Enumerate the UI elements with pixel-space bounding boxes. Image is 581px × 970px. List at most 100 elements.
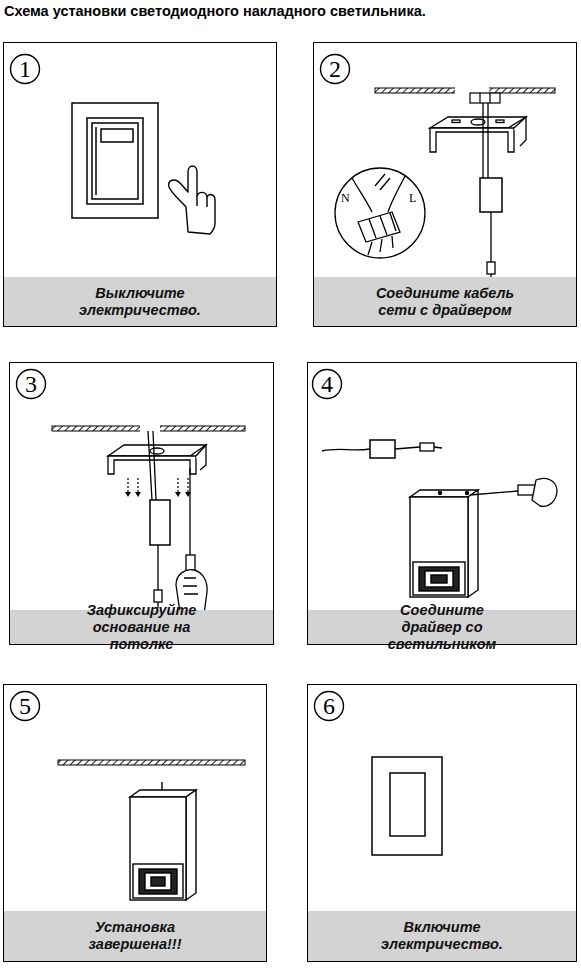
step-caption: Выключите электричество. — [75, 285, 205, 319]
inset-circle — [335, 168, 425, 258]
step-number: 6 — [313, 690, 345, 722]
driver-wire — [490, 212, 491, 262]
mains-wire — [483, 103, 488, 178]
switch-indicator — [101, 129, 133, 142]
step-number: 5 — [9, 690, 41, 722]
step-number: 2 — [319, 53, 351, 85]
step-number: 1 — [9, 53, 41, 85]
break-marks — [375, 174, 390, 190]
fixture-led — [431, 575, 447, 583]
screwdriver-shaft — [470, 491, 518, 495]
screwdriver-shaft — [189, 468, 190, 556]
fixture — [410, 490, 478, 597]
switch-frame — [87, 118, 143, 204]
ceiling-opening — [140, 425, 160, 432]
plug-connector — [487, 262, 495, 274]
ceiling — [52, 426, 245, 431]
driver-box — [150, 500, 170, 545]
fixture-top — [410, 490, 478, 497]
ceiling — [58, 760, 245, 765]
fixture-hole — [466, 492, 469, 495]
bracket-flange — [430, 128, 514, 152]
mounting-bracket — [108, 445, 206, 474]
hand-outline — [532, 478, 557, 506]
wall-switch — [72, 103, 158, 218]
driver-wire — [395, 447, 442, 449]
hand-outline — [169, 166, 215, 234]
mains-wire — [322, 449, 370, 451]
step-caption: Зафиксируйте основание на потолке — [61, 602, 223, 653]
step-panel: Соедините драйвер со светильником 4 — [307, 362, 577, 645]
fixture-reflector — [145, 873, 171, 890]
plug-connector — [154, 590, 162, 602]
step-panel: Выключите электричество. 1 — [3, 42, 277, 327]
switch-plate — [372, 757, 442, 855]
title: Схема установки светодиодного накладного… — [4, 3, 426, 19]
step-number-text: 4 — [311, 368, 343, 400]
step-caption: Соедините кабель сети с драйвером — [374, 285, 516, 319]
arrow-heads — [125, 492, 191, 497]
bracket-hole — [150, 448, 164, 454]
hand-fingers — [183, 578, 198, 594]
step-panel: Соедините кабель сети с драйвером 2 — [313, 42, 577, 327]
screwdriver — [470, 478, 557, 506]
screw-arrows — [128, 478, 188, 492]
hand-knuckles — [197, 196, 207, 207]
fixture — [130, 782, 196, 900]
live-wire — [388, 176, 405, 212]
caption-band: Соедините кабель сети с драйвером — [314, 277, 576, 326]
dashed-arrow — [128, 478, 188, 492]
inset-wires — [368, 236, 393, 255]
step-caption: Соедините драйвер со светильником — [371, 602, 513, 653]
caption-band: Соедините драйвер со светильником — [308, 610, 576, 644]
switch-rocker — [92, 123, 138, 199]
fixture-bezel — [413, 562, 465, 595]
wiring-inset — [335, 168, 425, 258]
fixture-frame — [139, 869, 177, 894]
bracket-slot — [452, 120, 460, 123]
terminal-slots — [480, 93, 490, 103]
wall-switch — [372, 757, 442, 855]
step-panel: Установка завершена!!! 5 — [3, 684, 267, 962]
screwdriver — [176, 468, 207, 614]
caption-band: Зафиксируйте основание на потолке — [10, 610, 273, 644]
caption-band: Установка завершена!!! — [4, 911, 266, 961]
step-number-text: 3 — [15, 368, 47, 400]
terminal-block — [470, 93, 500, 103]
plug-connector — [420, 443, 434, 451]
mains-wire — [148, 431, 156, 500]
fixture-stub — [161, 782, 162, 790]
bracket-top — [108, 445, 206, 456]
fixture-side — [468, 490, 478, 597]
fixture-bezel — [133, 864, 183, 898]
fixture-frame — [419, 567, 459, 591]
caption-band: Включите электричество. — [308, 911, 576, 961]
step-caption: Включите электричество. — [380, 919, 505, 953]
fixture-front — [410, 497, 468, 597]
bracket-flange — [108, 456, 196, 474]
step-panel: Зафиксируйте основание на потолке 3 — [9, 362, 274, 645]
step-number-text: 2 — [319, 53, 351, 85]
switch-rocker — [390, 773, 425, 836]
driver-box — [370, 440, 395, 458]
wire-label: N — [341, 191, 350, 206]
step-panel: Включите электричество. 6 — [307, 684, 577, 962]
step-number-text: 6 — [313, 690, 345, 722]
arrow-head — [125, 492, 191, 497]
fixture-front — [130, 797, 186, 900]
bracket-slot — [496, 120, 504, 123]
pointing-hand — [169, 166, 215, 234]
switch-plate — [72, 103, 158, 218]
bracket-side — [514, 117, 526, 146]
step-number: 4 — [311, 368, 343, 400]
step-number-text: 1 — [9, 53, 41, 85]
step-number-text: 5 — [9, 690, 41, 722]
inset-terminal-slots — [369, 213, 396, 238]
driver-box — [480, 178, 502, 212]
neutral-wire — [352, 178, 372, 212]
inset-terminal — [358, 212, 400, 242]
fixture-led — [151, 877, 165, 886]
caption-band: Выключите электричество. — [4, 277, 276, 326]
